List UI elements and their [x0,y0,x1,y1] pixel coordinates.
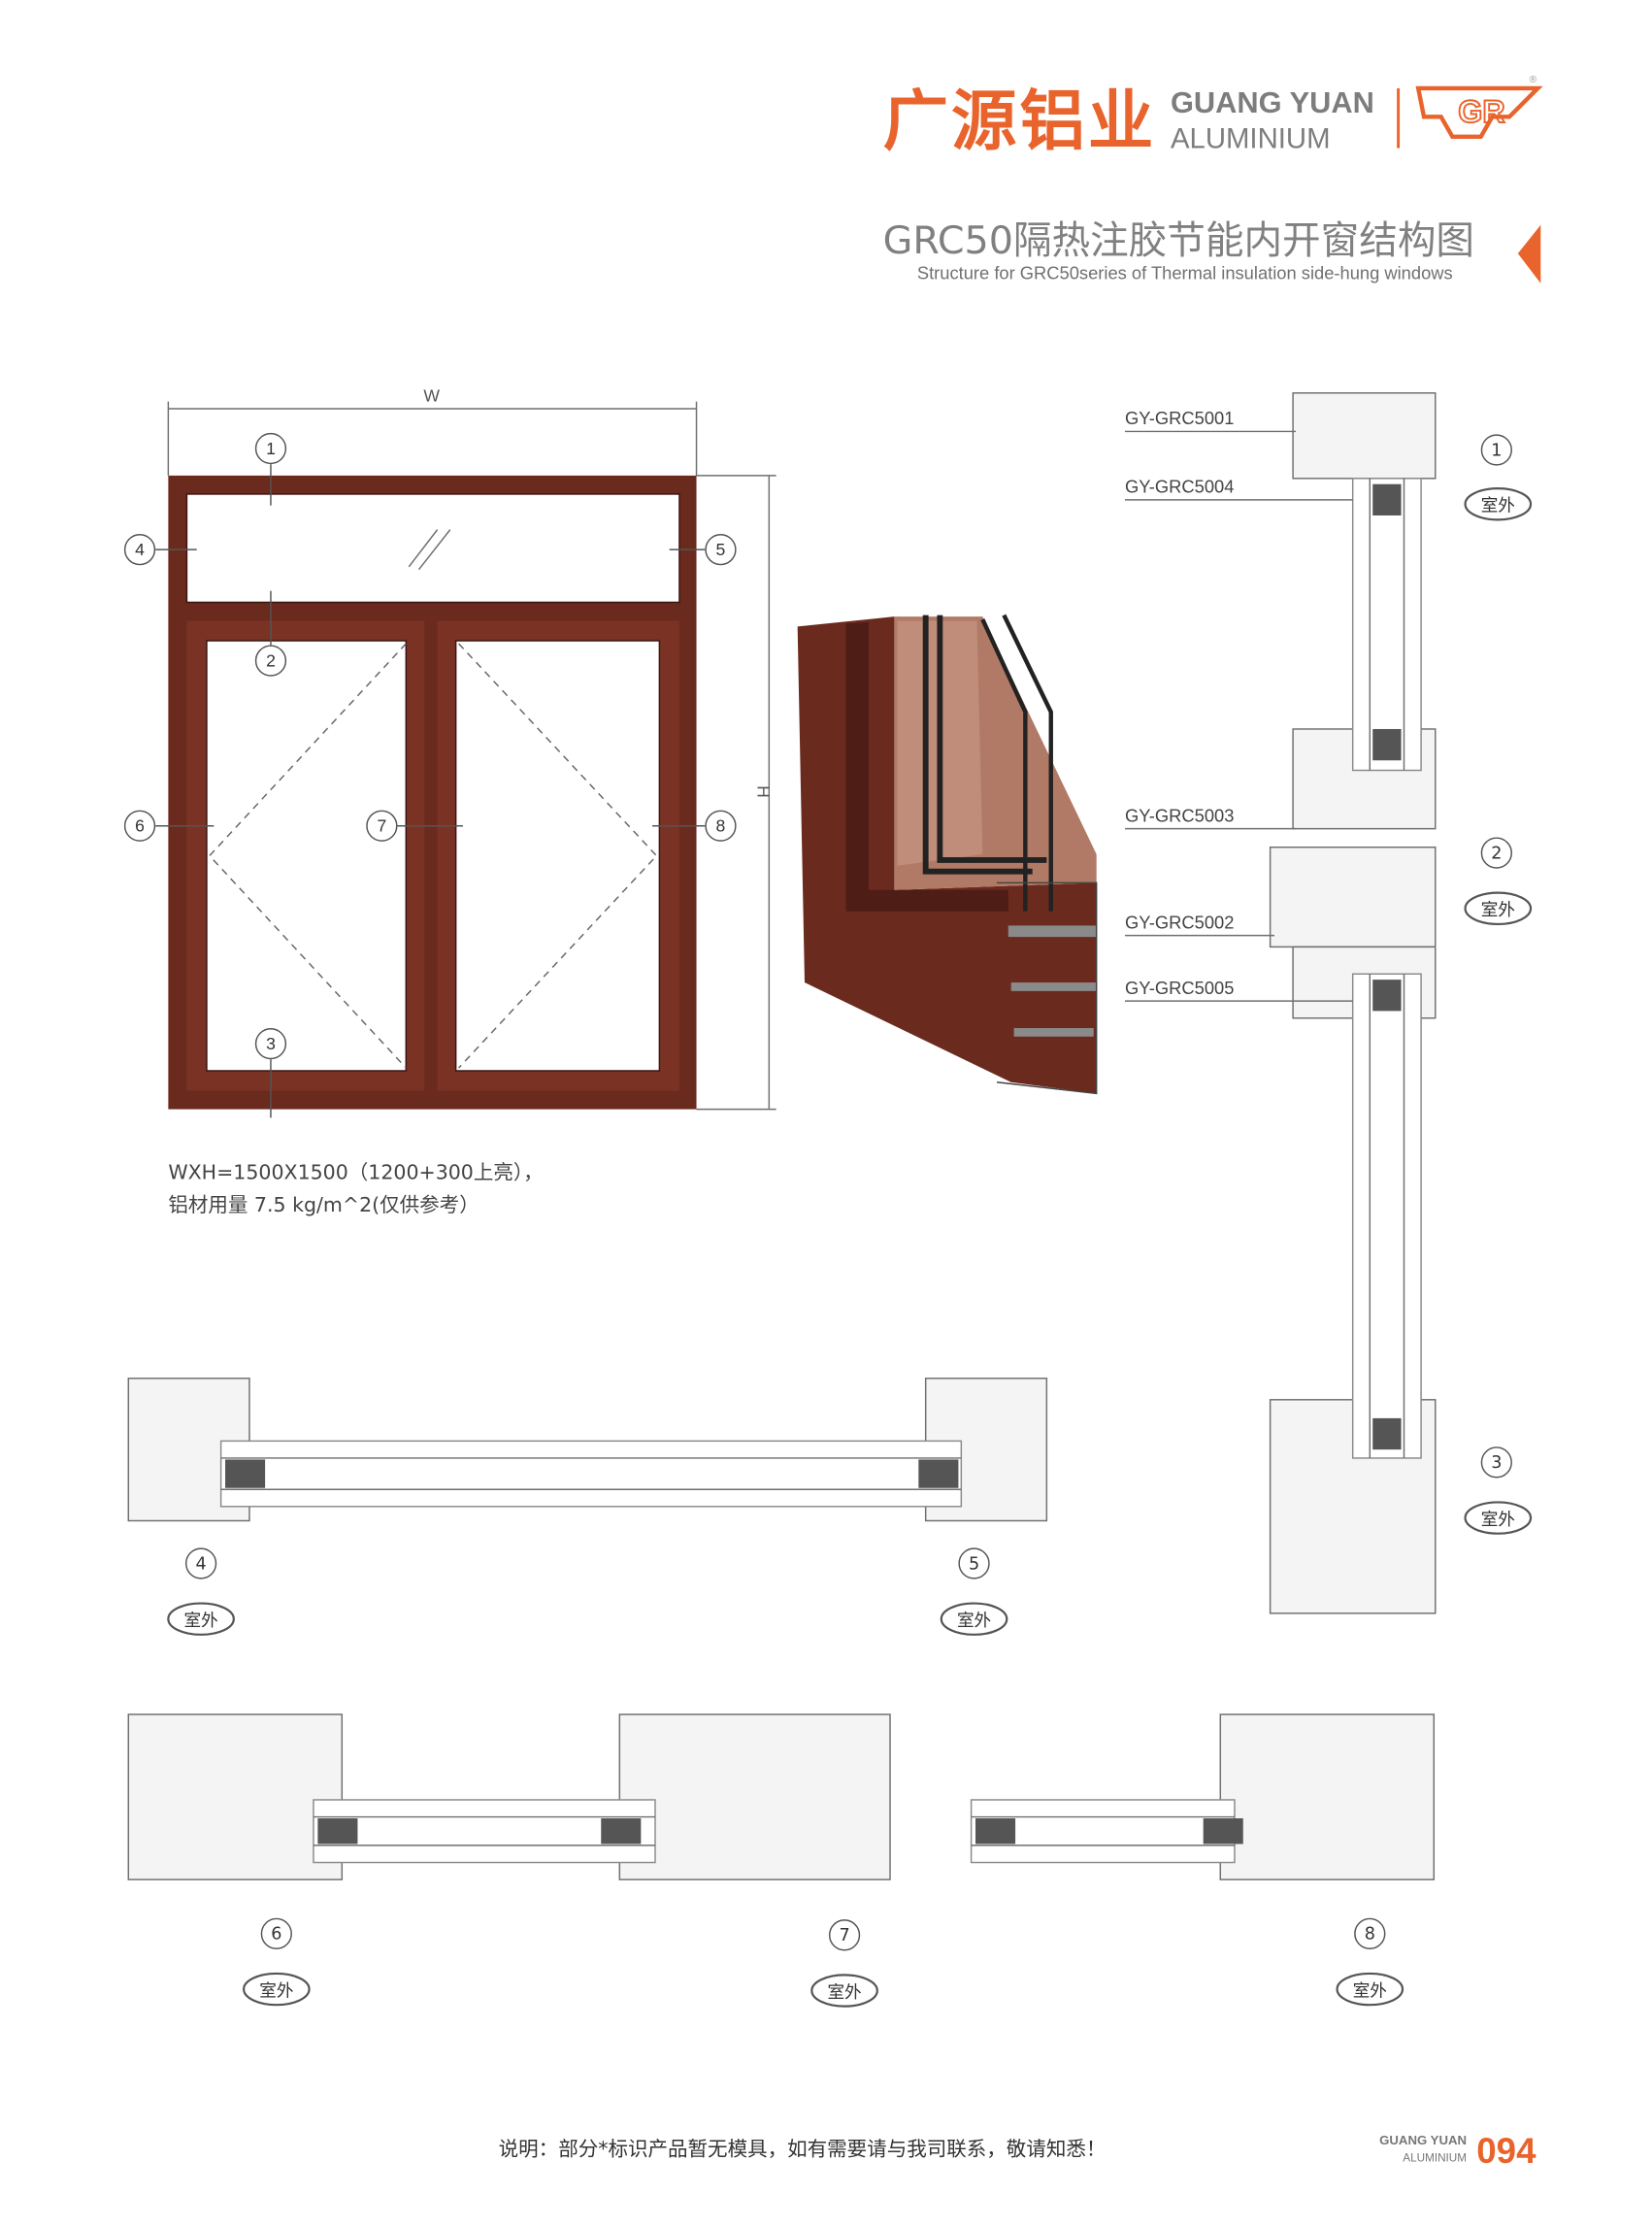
width-label: W [423,386,440,406]
node-marker-6: 6 室外 [242,1917,311,2007]
page-subtitle: Structure for GRC50series of Thermal ins… [917,262,1453,283]
callout-5: 5 [705,534,737,566]
profile-label-5004: GY-GRC5004 [1125,476,1234,496]
callout-3: 3 [254,1027,287,1060]
callout-2: 2 [254,645,287,677]
svg-text:GR: GR [1458,94,1504,129]
page-title: GRC50隔热注胶节能内开窗结构图 [883,218,1474,263]
svg-text:6: 6 [271,1925,281,1944]
svg-text:室外: 室外 [183,1612,217,1631]
sash-section [127,1713,1436,1880]
brand-name-en-sub: ALUMINIUM [1171,123,1331,155]
profile-3d-render [797,614,1098,1095]
footer-brand: GUANG YUAN [1379,2133,1467,2147]
svg-text:6: 6 [135,816,145,836]
node-marker-8: 8 室外 [1336,1917,1404,2007]
svg-text:®: ® [1530,75,1537,85]
page-footer: 说明：部分*标识产品暂无模具，如有需要请与我司联系，敬请知悉！ GUANG YU… [499,2131,1536,2171]
spec-line-2: 铝材用量 7.5 kg/m^2(仅供参考） [168,1193,479,1216]
node-marker-v2: 2 室外 [1464,837,1533,926]
svg-text:室外: 室外 [1481,1511,1515,1530]
page-number: 094 [1476,2131,1536,2171]
brand-name-cn: 广源铝业 [883,83,1157,159]
svg-text:2: 2 [1491,844,1502,863]
svg-text:3: 3 [266,1034,276,1053]
svg-text:室外: 室外 [1481,901,1515,920]
profile-label-5005: GY-GRC5005 [1125,978,1234,998]
callout-7: 7 [366,810,398,842]
profile-label-5003: GY-GRC5003 [1125,805,1234,825]
callout-8: 8 [705,810,737,842]
header-marker-icon [1517,224,1541,283]
svg-text:4: 4 [135,540,145,559]
profile-label-5002: GY-GRC5002 [1125,912,1234,932]
callout-6: 6 [123,810,156,842]
height-label: H [754,785,774,798]
node-marker-4: 4 室外 [167,1547,235,1636]
footer-brand-sub: ALUMINIUM [1403,2152,1467,2165]
footer-note: 说明：部分*标识产品暂无模具，如有需要请与我司联系，敬请知悉！ [499,2138,1107,2161]
profile-label-5001: GY-GRC5001 [1125,408,1234,428]
node-marker-5: 5 室外 [940,1547,1008,1636]
node-marker-v3: 3 室外 [1464,1446,1533,1535]
svg-text:7: 7 [839,1926,849,1945]
svg-text:1: 1 [1491,441,1502,460]
svg-text:5: 5 [969,1554,979,1574]
brand-name-en: GUANG YUAN [1171,85,1374,119]
svg-text:8: 8 [1365,1925,1375,1944]
transom-section [127,1378,1048,1522]
spec-line-1: WXH=1500X1500（1200+300上亮）， [168,1160,543,1183]
svg-text:室外: 室外 [1353,1981,1387,2001]
svg-text:5: 5 [716,540,726,559]
svg-text:2: 2 [266,650,276,670]
brand-logo-icon: GR ® [1415,75,1543,140]
brand-header: 广源铝业 GUANG YUAN ALUMINIUM GR ® GRC50隔热注胶… [883,75,1543,283]
callout-1: 1 [254,432,287,465]
node-marker-7: 7 室外 [810,1919,878,2008]
window-elevation: W H 1 2 3 4 5 6 7 8 W [123,386,776,1216]
svg-text:3: 3 [1491,1453,1502,1473]
callout-4: 4 [123,534,156,566]
svg-text:4: 4 [195,1554,206,1574]
svg-text:室外: 室外 [827,1983,861,2003]
vertical-section: GY-GRC5001 GY-GRC5004 GY-GRC5003 GY-GRC5… [1125,392,1437,1614]
svg-text:室外: 室外 [1481,497,1515,516]
svg-text:8: 8 [716,816,726,836]
svg-text:1: 1 [266,439,276,458]
svg-text:室外: 室外 [259,1981,293,2001]
svg-text:室外: 室外 [957,1612,991,1631]
node-marker-v1: 1 室外 [1464,434,1533,521]
svg-text:7: 7 [377,816,386,836]
